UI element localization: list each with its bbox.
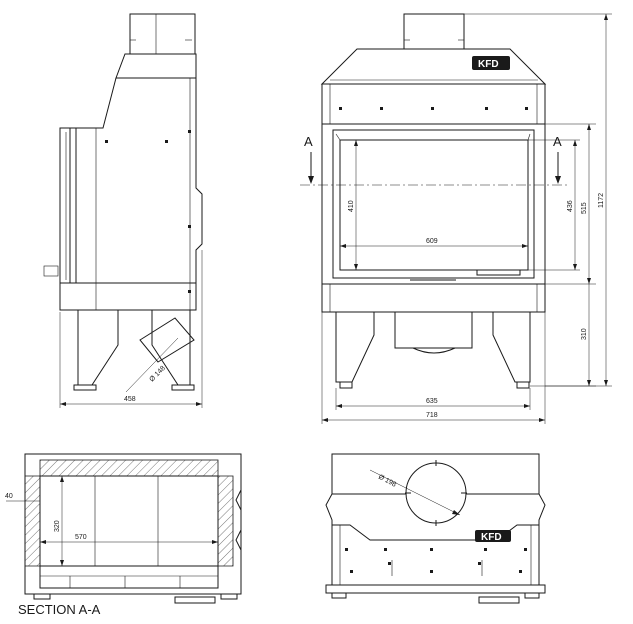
section-mark-right: A (553, 134, 562, 149)
back-base (325, 584, 546, 594)
back-flue-diameter-label: Ø 198 (377, 474, 397, 489)
glass-height-label: 436 (567, 200, 574, 212)
front-door (332, 129, 535, 279)
section-a-a-view: 40 320 570 SECTION A-A (5, 453, 242, 617)
front-leg-left (335, 312, 375, 383)
frame-height-label: 515 (581, 202, 588, 214)
total-height-label: 1172 (598, 193, 605, 208)
back-view: Ø 198 KFD (325, 453, 546, 604)
side-door-panel (59, 127, 77, 284)
front-hood (320, 48, 547, 85)
section-mark-left: A (304, 134, 313, 149)
side-flue-transition (115, 53, 197, 79)
total-width-label: 718 (426, 412, 438, 419)
front-door-frame (321, 123, 546, 285)
side-leg-front (77, 310, 119, 386)
front-plinth (321, 283, 546, 313)
side-flue-diameter-label: Ø 148 (148, 365, 167, 384)
side-flue-collar (129, 13, 196, 55)
front-flue-collar (403, 13, 465, 50)
side-view: Ø 148 458 (43, 13, 203, 408)
front-leg-right (492, 312, 531, 383)
door-handle (476, 269, 521, 276)
opening-width-label: 609 (426, 238, 438, 245)
section-height-label: 320 (54, 520, 61, 532)
front-ash-pan (394, 312, 473, 349)
kfd-logo: KFD (472, 56, 510, 70)
front-view: KFD A A 410 609 (300, 13, 612, 424)
side-rear-spigot (139, 317, 195, 363)
side-width-label: 458 (124, 396, 136, 403)
front-glass (339, 139, 529, 271)
svg-text:KFD: KFD (478, 59, 499, 70)
section-width-label: 570 (75, 534, 87, 541)
inner-width-label: 635 (426, 398, 438, 405)
kfd-logo-back: KFD (475, 530, 511, 543)
section-caption: SECTION A-A (18, 602, 101, 617)
side-body-outline (59, 77, 203, 311)
section-right-wall (217, 475, 234, 567)
wall-thickness-label: 40 (5, 493, 13, 500)
base-height-label: 310 (581, 328, 588, 340)
section-top-insulation (39, 459, 219, 477)
opening-height-label: 410 (348, 200, 355, 212)
back-body-outline (325, 493, 546, 541)
section-left-wall (24, 475, 41, 567)
front-upper-body (321, 83, 546, 125)
svg-text:KFD: KFD (481, 532, 502, 543)
